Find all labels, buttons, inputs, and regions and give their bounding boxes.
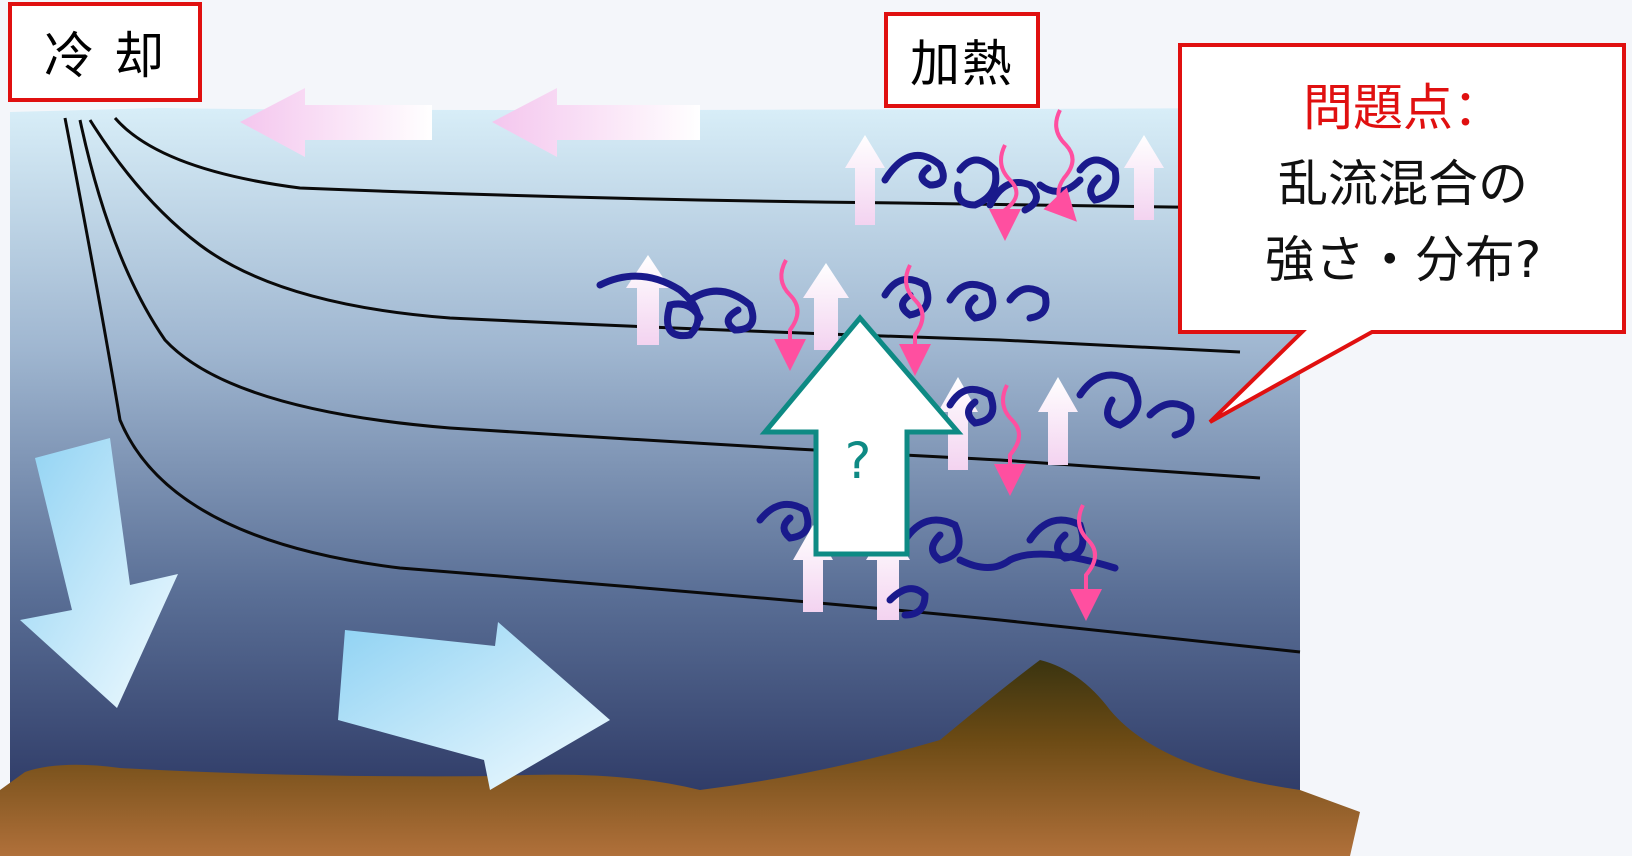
callout-line-1: 乱流混合の xyxy=(1278,155,1528,213)
callout-title: 問題点： xyxy=(1303,79,1503,137)
internal-wave-arrows xyxy=(774,109,1102,621)
callout-text: 問題点： 乱流混合の 強さ・分布? xyxy=(1188,70,1618,298)
sinking-flow-arrow xyxy=(20,438,178,708)
callout-bubble xyxy=(1178,43,1626,424)
upwelling-question-label: ? xyxy=(844,432,872,490)
cooling-label: 冷 却 xyxy=(8,2,202,102)
cooling-label-text: 冷 却 xyxy=(44,27,166,85)
surface-flow-arrow-1 xyxy=(240,88,432,157)
upwelling-question-arrow xyxy=(759,314,964,557)
turbulent-eddies xyxy=(596,152,1195,619)
heating-label-text: 加熱 xyxy=(910,35,1014,93)
heating-label: 加熱 xyxy=(884,12,1040,108)
callout-line-2: 強さ・分布? xyxy=(1264,231,1542,289)
sea-body xyxy=(10,108,1300,800)
deep-flow-arrow xyxy=(338,622,610,790)
seafloor-terrain xyxy=(0,660,1360,856)
surface-flow-arrow-2 xyxy=(492,88,700,157)
